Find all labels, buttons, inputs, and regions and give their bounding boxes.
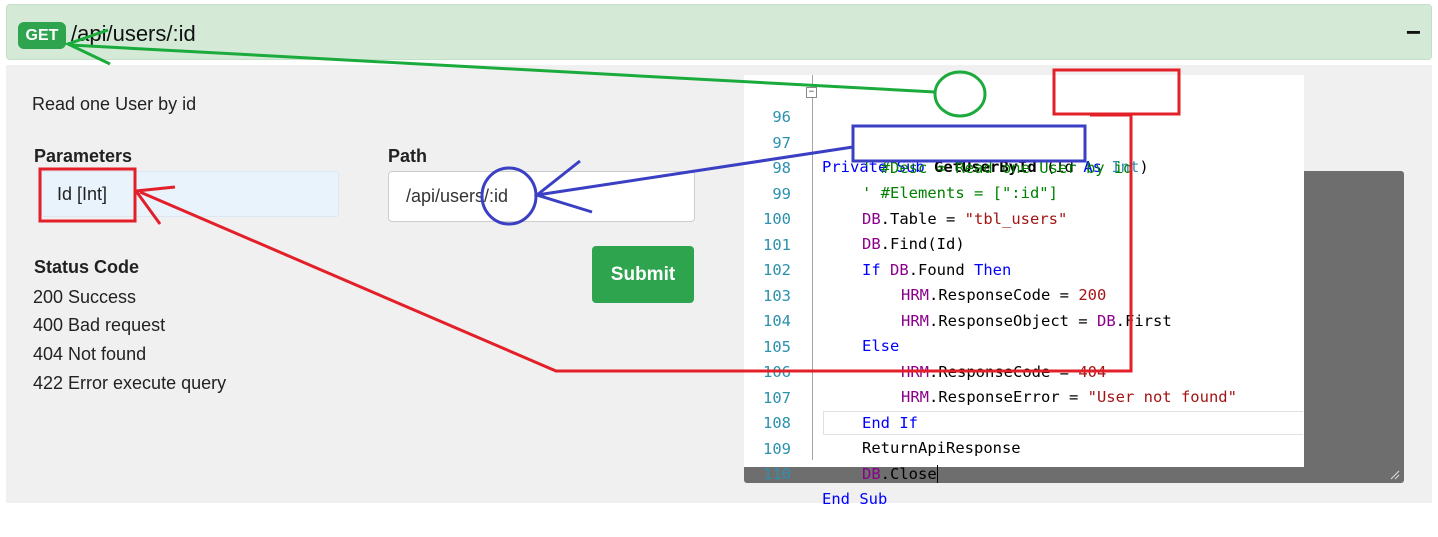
resize-handle-icon[interactable]	[1390, 470, 1400, 480]
text-cursor	[936, 465, 938, 483]
path-input[interactable]	[388, 171, 695, 222]
code-line: 103 HRM.ResponseObject = DB.First	[744, 259, 1304, 330]
code-line: 107 End If	[744, 361, 1304, 432]
code-line: 97 ' #Desc = Read one User by id	[744, 106, 1304, 177]
code-line: 106 HRM.ResponseError = "User not found"	[744, 335, 1304, 406]
code-editor: 96 − Private Sub GetUserById (Id As Int)…	[744, 75, 1304, 508]
status-code-item: 422 Error execute query	[33, 373, 227, 393]
parameter-id: Id [Int]	[57, 184, 108, 204]
submit-button[interactable]: Submit	[592, 246, 694, 303]
status-code-item: 404 Not found	[33, 344, 147, 364]
line-number: 107	[763, 388, 791, 407]
code-line: 102 HRM.ResponseCode = 200	[744, 233, 1304, 304]
endpoint-description: Read one User by id	[32, 94, 197, 114]
status-code-item: 400 Bad request	[33, 315, 166, 335]
code-line: 108 ReturnApiResponse	[744, 386, 1304, 457]
code-line: 105 HRM.ResponseCode = 404	[744, 310, 1304, 381]
method-badge: GET	[18, 22, 66, 49]
endpoint-header[interactable]: GET /api/users/:id −	[6, 4, 1432, 60]
code-line: 101 If DB.Found Then	[744, 208, 1304, 279]
code-line: 96 − Private Sub GetUserById (Id As Int)	[744, 80, 1304, 176]
line-number: 109	[763, 439, 791, 458]
path-label: Path	[388, 146, 428, 166]
line-number: 108	[763, 414, 791, 432]
fold-toggle-icon[interactable]: −	[806, 87, 817, 98]
code-line: 99 DB.Table = "tbl_users"	[744, 157, 1304, 228]
code-line: 98 ' #Elements = [":id"]	[744, 131, 1304, 202]
status-code-label: Status Code	[34, 257, 140, 277]
collapse-icon[interactable]: −	[1405, 17, 1421, 47]
code-line: 100 DB.Find(Id)	[744, 182, 1304, 253]
line-number: 110	[763, 465, 791, 483]
parameters-label: Parameters	[34, 146, 133, 166]
status-code-item: 200 Success	[33, 287, 137, 307]
endpoint-path-title: /api/users/:id	[71, 21, 196, 46]
code-line: 104 Else	[744, 284, 1304, 355]
code-line: 110 End Sub	[744, 437, 1304, 508]
code-line: 109 DB.Close	[744, 412, 1304, 483]
current-line-highlight	[823, 411, 1303, 435]
